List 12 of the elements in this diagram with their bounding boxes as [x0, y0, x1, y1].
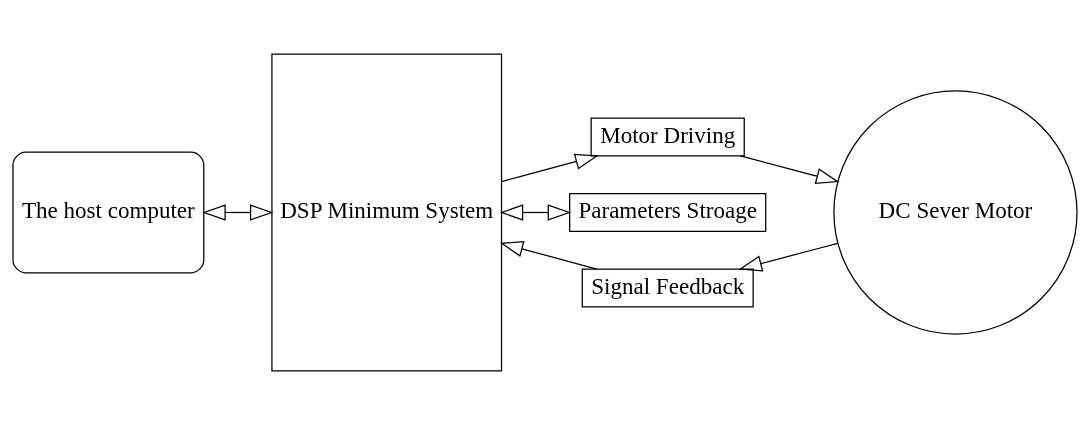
- arrow: [501, 153, 599, 183]
- arrow: [739, 155, 840, 185]
- arrow: [499, 204, 572, 221]
- arrow: [499, 241, 598, 270]
- node-circle: DC Sever Motor: [833, 90, 1078, 335]
- node-box: Motor Driving: [590, 117, 745, 157]
- node-box: The host computer: [12, 151, 205, 274]
- node-box: Parameters Stroage: [569, 193, 767, 232]
- arrow: [738, 242, 839, 272]
- node-box: Signal Feedback: [581, 268, 754, 308]
- arrow: [202, 204, 274, 221]
- node-box: DSP Minimum System: [271, 53, 503, 372]
